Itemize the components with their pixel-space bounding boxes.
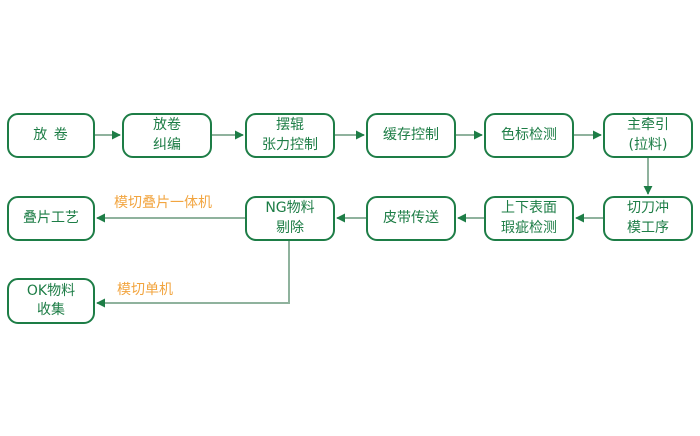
edge-label-single-machine: 模切单机 [117,282,173,298]
node-unwinding: 放 卷 [7,113,95,158]
edge-label-integrated-machine: 模切叠片一体机 [114,195,212,211]
node-ok-material-collection: OK物料 收集 [7,278,95,324]
node-ng-material-reject: NG物料 剔除 [245,196,335,241]
node-belt-transfer: 皮带传送 [366,196,456,241]
node-lamination-process: 叠片工艺 [7,196,95,241]
node-buffer-control: 缓存控制 [366,113,456,158]
node-surface-defect-detection: 上下表面 瑕疵检测 [484,196,574,241]
node-main-traction: 主牵引 (拉料) [603,113,693,158]
node-cutter-die-process: 切刀冲 模工序 [603,196,693,241]
node-dancer-tension-control: 摆辊 张力控制 [245,113,335,158]
node-unwind-correction: 放卷 纠编 [122,113,212,158]
node-color-mark-detection: 色标检测 [484,113,574,158]
arrow-ngreject-to-okcollection [96,241,290,308]
